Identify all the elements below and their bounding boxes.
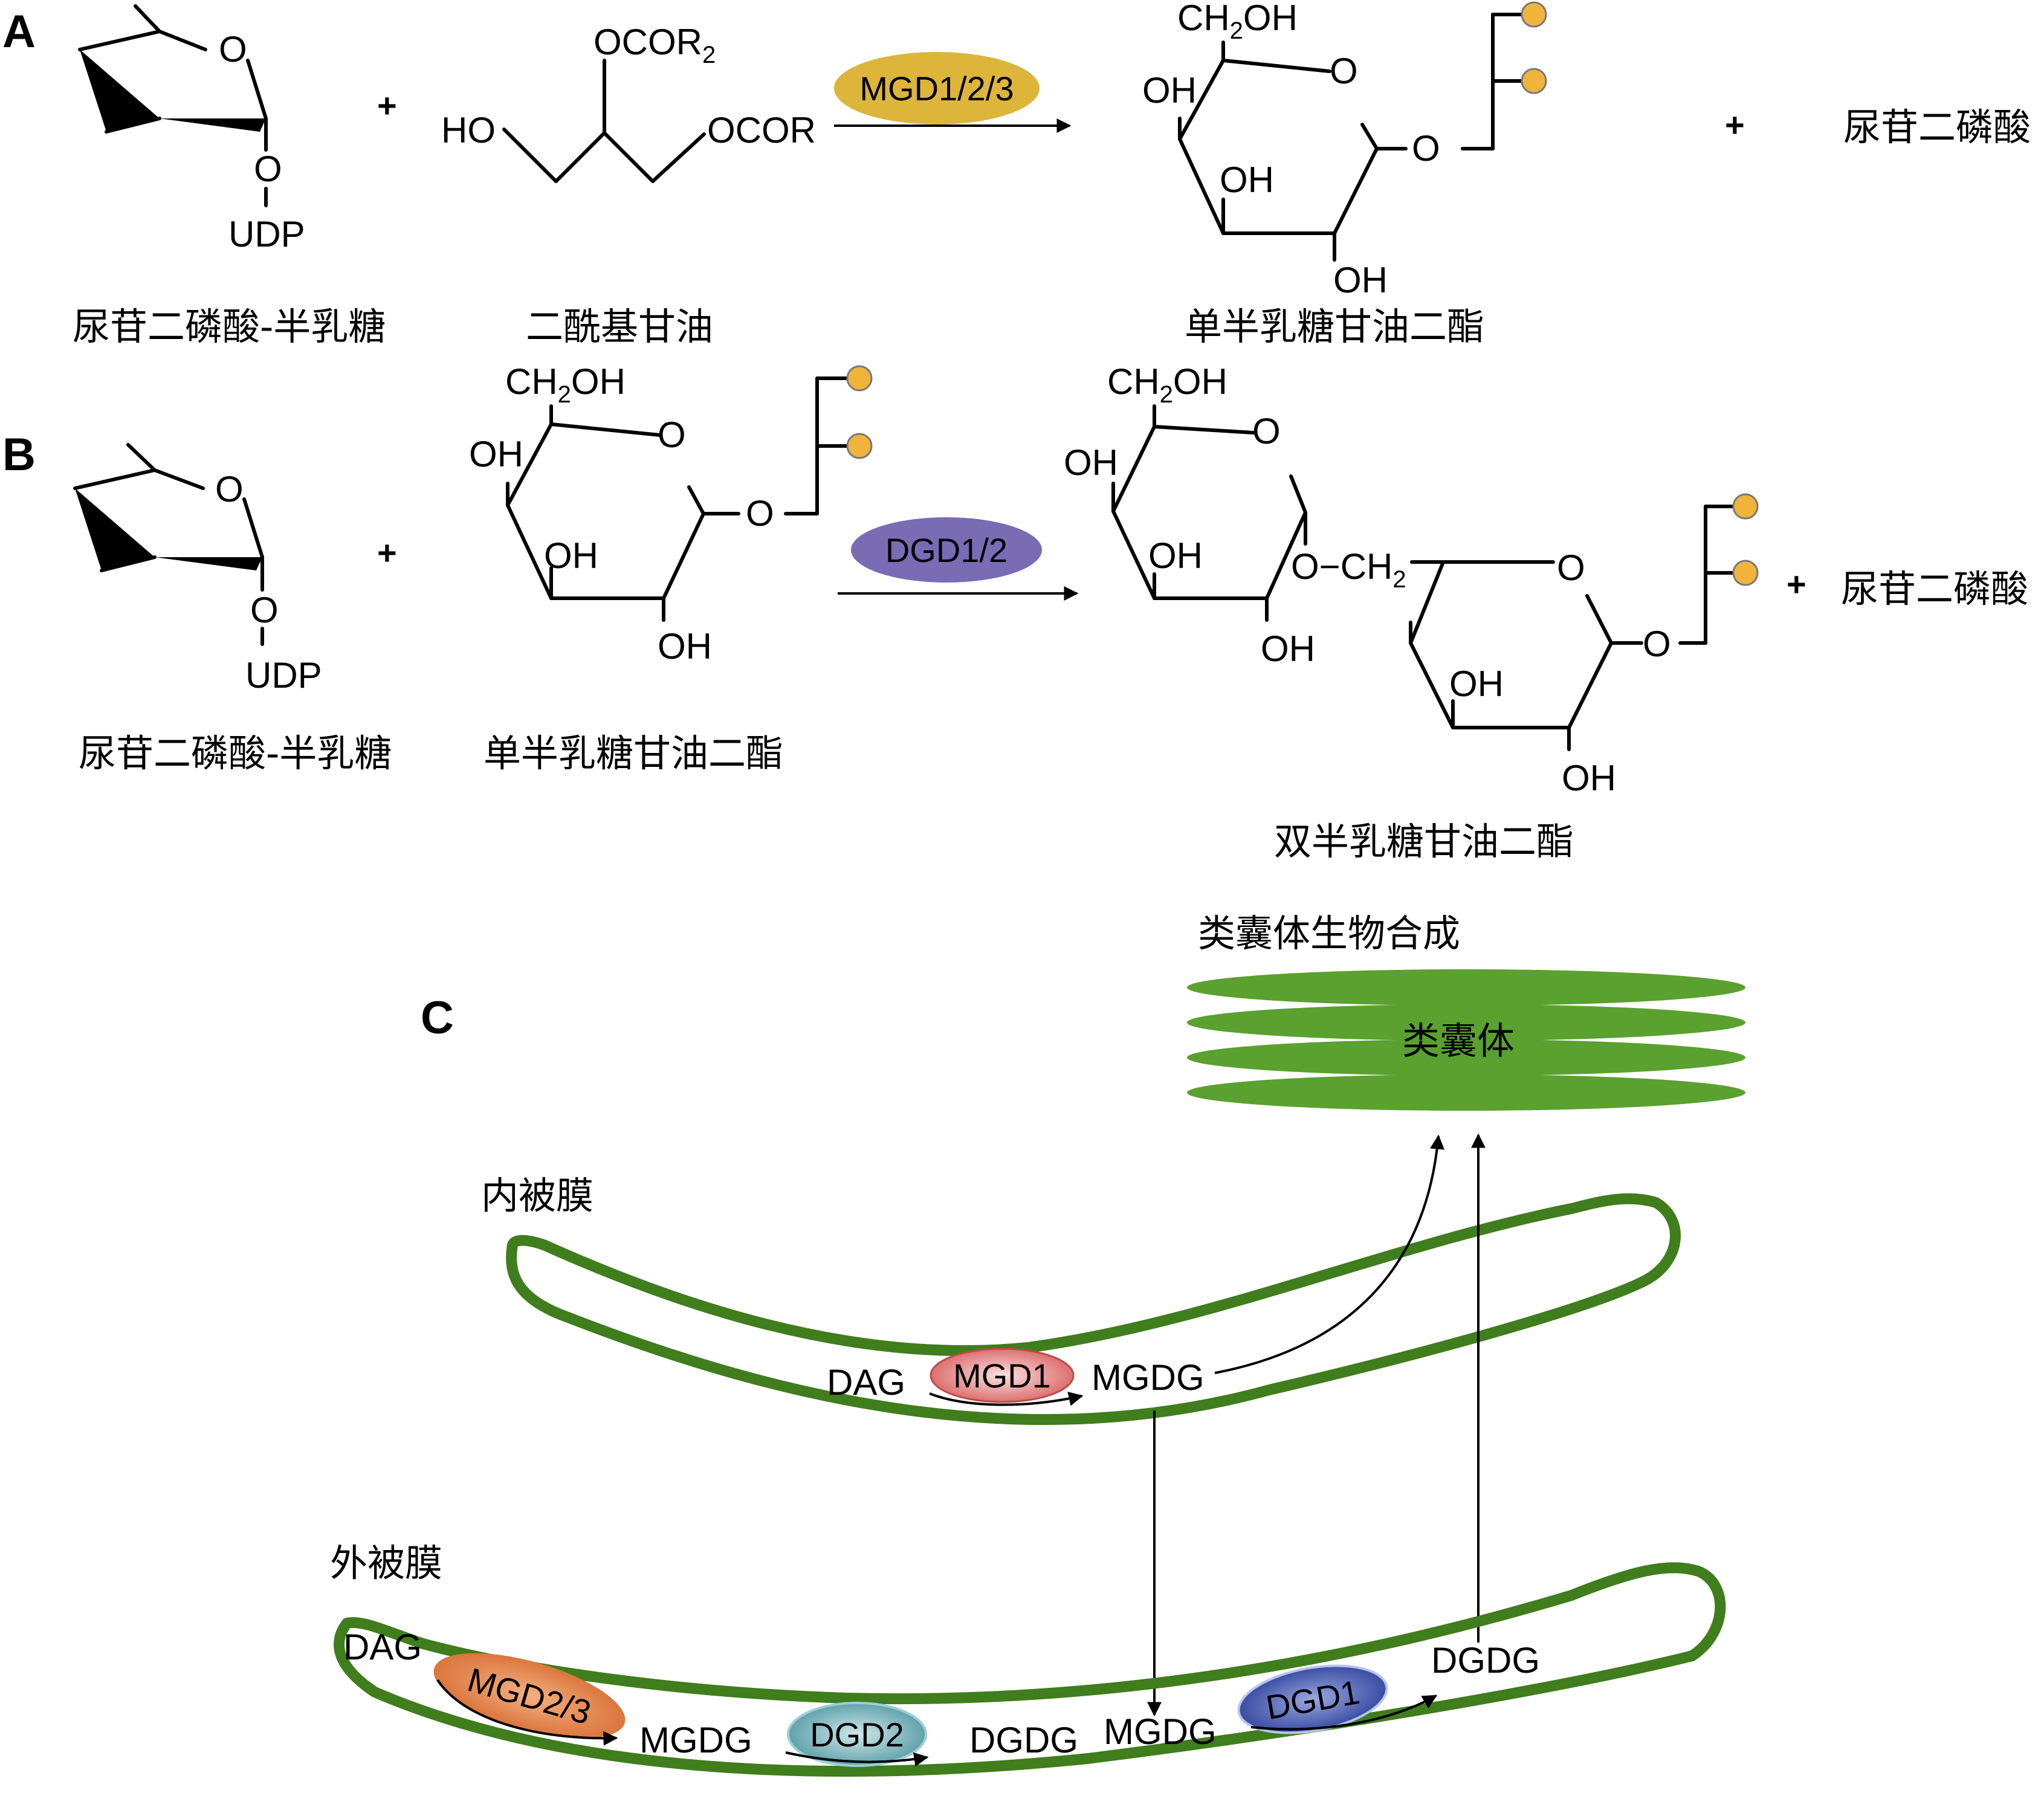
- diacylglycerol-structure: HO OCOR2 OCOR: [441, 22, 816, 183]
- ring-oxygen-b3: O: [1252, 411, 1281, 451]
- oh-label-b5: OH: [1148, 535, 1203, 576]
- ring-oxygen-a2: O: [1330, 51, 1358, 91]
- oh-label-b3: OH: [658, 626, 712, 667]
- udp-label-b: UDP: [245, 655, 322, 696]
- mgd123-enzyme-ellipse: [834, 52, 1040, 124]
- dgd2-reaction-arrow: [785, 1751, 929, 1767]
- ring-oxygen-b1: O: [215, 469, 244, 509]
- lipid-chain-dot: [1732, 560, 1759, 586]
- outer-mgdg-1: MGDG: [639, 1720, 752, 1760]
- panel-b-label: B: [2, 429, 36, 480]
- thylakoid-disc: [1187, 1074, 1745, 1111]
- oh-label-b7: OH: [1449, 664, 1504, 704]
- plus-b2: +: [1787, 565, 1806, 603]
- oh-label-a1: OH: [1142, 70, 1197, 111]
- dgdg-label-b: 双半乳糖甘油二酯: [1274, 819, 1574, 864]
- lipid-chain-dot: [846, 365, 873, 392]
- thylakoid-label: 类囊体: [1402, 1019, 1515, 1063]
- udp-galactose-label-a: 尿苷二磷酸-半乳糖: [73, 305, 386, 349]
- inner-membrane-label: 内被膜: [481, 1174, 593, 1218]
- ocor-label: OCOR: [707, 110, 816, 150]
- thylakoid-biosynthesis-title: 类囊体生物合成: [1198, 911, 1460, 955]
- thylakoid-disc: [1187, 1004, 1745, 1041]
- lipid-chain-dot: [1732, 493, 1759, 520]
- plus-a1: +: [377, 86, 397, 124]
- ho-label: HO: [441, 110, 496, 150]
- link-oxygen-b1: O: [746, 493, 774, 534]
- ring-oxygen-b2: O: [658, 415, 686, 455]
- oh-label-b8: OH: [1562, 758, 1616, 798]
- oh-label-b6: OH: [1261, 628, 1315, 669]
- mgd123-enzyme-label: MGD1/2/3: [859, 69, 1014, 108]
- diacylglycerol-label: 二酰基甘油: [526, 305, 713, 349]
- outer-dgdg-2: DGDG: [1431, 1640, 1540, 1681]
- outer-mgdg-2: MGDG: [1104, 1711, 1217, 1752]
- dgd12-enzyme-label: DGD1/2: [885, 531, 1007, 569]
- outer-envelope-membrane: [334, 1562, 1726, 1777]
- glycosidic-oxygen-a1: O: [254, 149, 282, 189]
- mgd1-enzyme-label: MGD1: [953, 1357, 1051, 1395]
- mgdg-label-b: 单半乳糖甘油二酯: [484, 731, 783, 775]
- outer-dag: DAG: [343, 1627, 422, 1667]
- inner-envelope-membrane: [506, 1193, 1681, 1426]
- panel-a-label: A: [2, 6, 36, 57]
- o-ch2-label: O−CH2: [1291, 546, 1406, 593]
- dgd1-reaction-arrow: [1250, 1694, 1438, 1731]
- ch2oh-label-b2: CH2OH: [1107, 361, 1227, 408]
- thylakoid-stack: [1187, 969, 1745, 1111]
- ocor2-label: OCOR2: [593, 22, 716, 68]
- dgdg-product-structure: CH2OH O OH OH OH O−CH2 O OH OH O: [1064, 361, 1759, 798]
- glycosidic-oxygen-b1: O: [250, 590, 279, 630]
- oh-label-a2: OH: [1220, 160, 1274, 200]
- inner-dag: DAG: [827, 1362, 905, 1403]
- udp-label-a: UDP: [228, 214, 305, 254]
- lipid-chain-dot: [1521, 68, 1547, 94]
- dgd1-enzyme-ellipse: [1237, 1664, 1388, 1734]
- mgd1-enzyme-ellipse: [930, 1348, 1075, 1403]
- mgdg-label-a: 单半乳糖甘油二酯: [1185, 305, 1484, 349]
- dgd12-enzyme-ellipse: [851, 517, 1042, 583]
- plus-b1: +: [377, 534, 397, 572]
- oh-label-b1: OH: [469, 434, 523, 474]
- ch2oh-label-a: CH2OH: [1177, 0, 1298, 44]
- panel-c-label: C: [421, 992, 454, 1044]
- ring-oxygen-b4: O: [1557, 548, 1585, 588]
- mgd23-enzyme-ellipse: [433, 1653, 626, 1739]
- udp-galactose-structure-a: O O UDP: [78, 4, 305, 254]
- plus-a2: +: [1725, 106, 1745, 144]
- oh-label-b2: OH: [544, 535, 598, 576]
- ring-oxygen-a1: O: [219, 29, 247, 69]
- udp-galactose-structure-b: O O UDP: [73, 443, 322, 696]
- udp-byproduct-a: 尿苷二磷酸: [1843, 105, 2031, 149]
- thylakoid-disc: [1187, 969, 1745, 1006]
- link-oxygen-b2: O: [1643, 624, 1671, 664]
- mgd23-reaction-arrow: [436, 1679, 618, 1746]
- mgdg-product-structure: CH2OH O OH OH OH O: [1142, 0, 1547, 300]
- ch2oh-label-b1: CH2OH: [505, 361, 626, 408]
- outer-membrane-label: 外被膜: [330, 1541, 442, 1585]
- dgd2-enzyme-ellipse: [787, 1702, 927, 1767]
- udp-galactose-label-b: 尿苷二磷酸-半乳糖: [79, 731, 392, 775]
- link-oxygen-a: O: [1412, 128, 1440, 169]
- udp-byproduct-b: 尿苷二磷酸: [1841, 567, 2028, 611]
- mgdg-reactant-structure: CH2OH O OH OH OH O: [469, 361, 873, 667]
- inner-mgdg-to-thylakoid-arrow: [1214, 1134, 1444, 1374]
- thylakoid-disc: [1187, 1039, 1745, 1076]
- mgd1-reaction-arrow: [929, 1391, 1084, 1406]
- outer-dgdg-1: DGDG: [969, 1720, 1078, 1760]
- lipid-chain-dot: [1521, 1, 1547, 28]
- dgd2-enzyme-label: DGD2: [810, 1716, 904, 1754]
- inner-mgdg: MGDG: [1092, 1357, 1205, 1398]
- lipid-chain-dot: [846, 433, 873, 459]
- oh-label-a3: OH: [1333, 260, 1388, 300]
- oh-label-b4: OH: [1064, 442, 1118, 483]
